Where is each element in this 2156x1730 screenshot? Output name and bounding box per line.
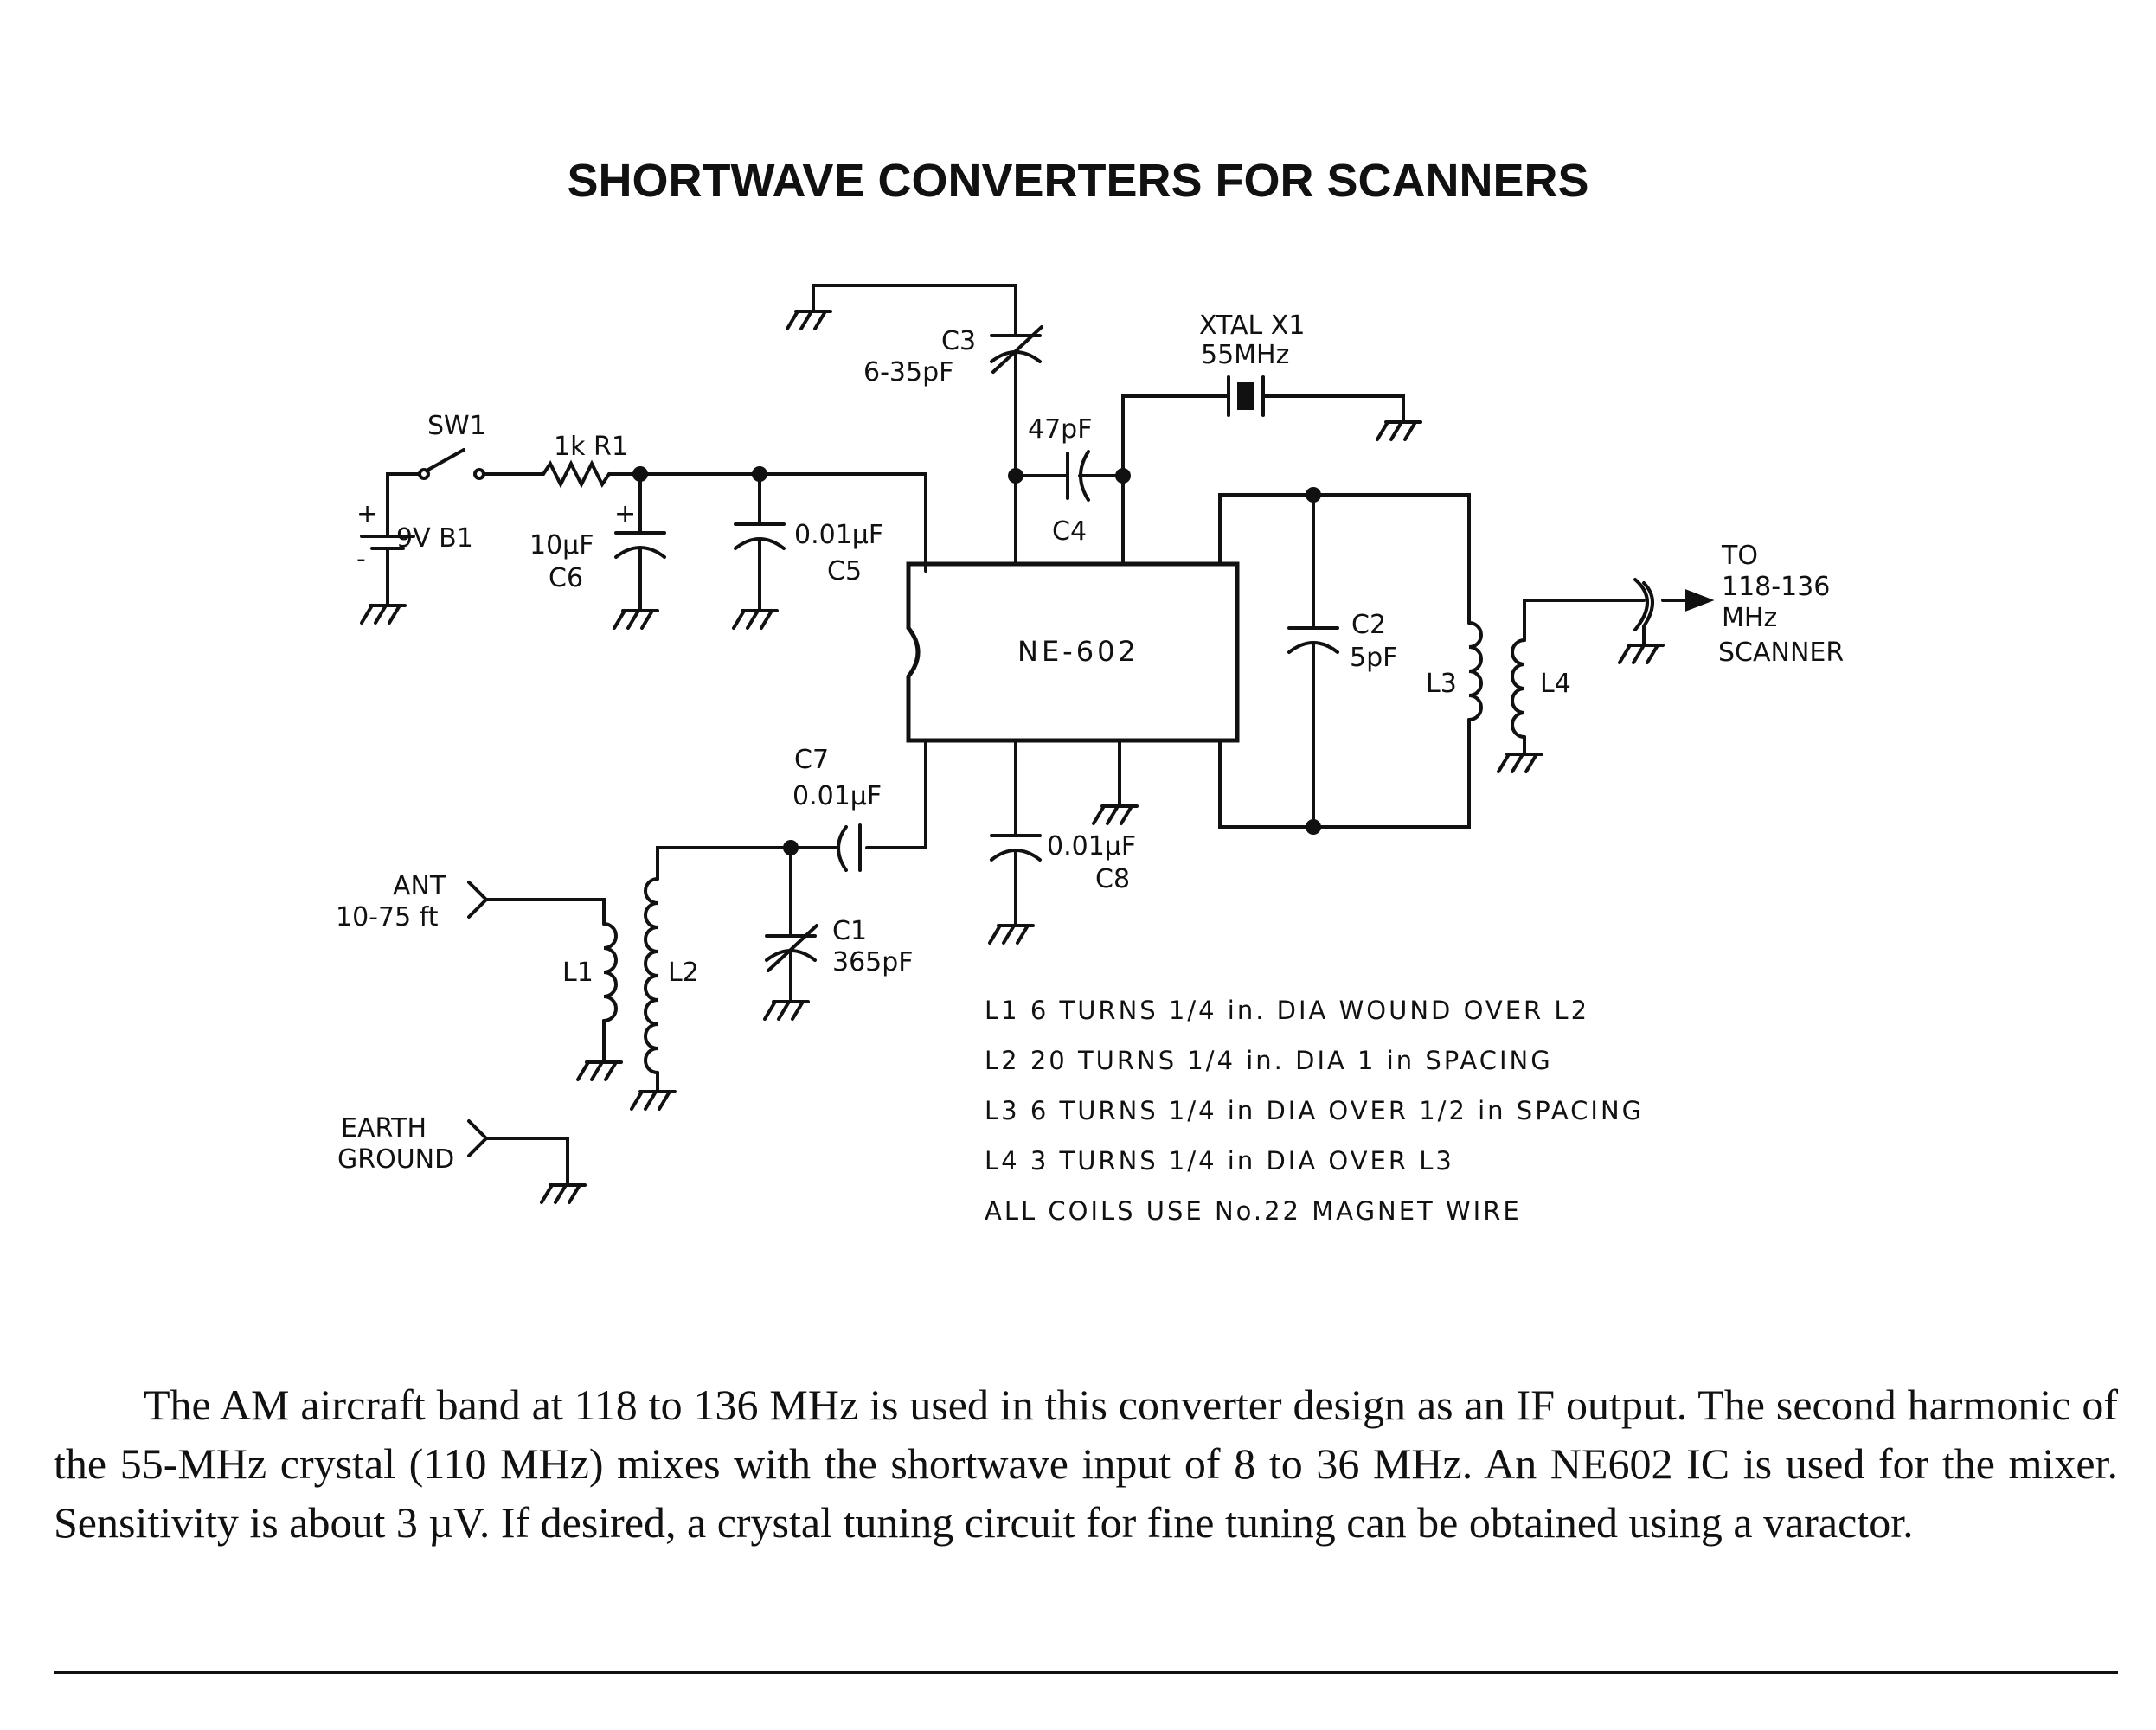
output-arrowhead	[1685, 589, 1715, 612]
label-c7-value: 0.01µF	[792, 781, 882, 811]
coax-output-shield	[1633, 578, 1649, 647]
label-c8-name: C8	[1095, 864, 1130, 894]
label-c8-value: 0.01µF	[1047, 831, 1136, 862]
label-l3: L3	[1426, 669, 1457, 699]
ground-symbol-coax	[1618, 644, 1665, 664]
wire-tank-top	[1218, 493, 1471, 607]
label-r1: 1k R1	[554, 432, 628, 462]
ground-symbol-c6	[613, 609, 659, 630]
wire-ic-crystal	[1121, 394, 1230, 566]
resistor-r1	[542, 459, 611, 489]
capacitor-c3-trim-arrow	[991, 325, 1043, 374]
inductor-l3	[1467, 621, 1483, 721]
inductor-l2	[644, 877, 659, 1074]
junction-c2-top	[1306, 487, 1321, 503]
switch-sw1-contact-b	[473, 468, 485, 480]
ic-ne602-body	[906, 561, 1240, 743]
ground-symbol-x1	[1376, 420, 1422, 441]
ground-symbol-c3	[786, 310, 832, 330]
wire-c3-ground	[812, 284, 1017, 337]
inductor-l1	[602, 922, 618, 1022]
wire-tank-bottom	[1218, 725, 1471, 829]
ground-symbol-earth	[540, 1183, 587, 1204]
label-output-line4: SCANNER	[1718, 638, 1844, 668]
label-l1: L1	[562, 958, 594, 988]
label-c2-name: C2	[1351, 610, 1386, 640]
label-x1-line1: XTAL X1	[1199, 311, 1305, 341]
label-c6-name: C6	[549, 563, 583, 593]
label-output-line2: 118-136	[1722, 572, 1830, 602]
label-ant-line2: 10-75 ft	[336, 902, 439, 932]
label-c1-value: 365pF	[832, 947, 914, 977]
antenna-input-terminal	[467, 881, 489, 919]
ground-symbol-b1	[360, 604, 407, 625]
label-sw1: SW1	[427, 411, 486, 441]
junction-c4-x1	[1115, 468, 1131, 484]
label-c6-plus: +	[614, 499, 636, 529]
label-c5-name: C5	[827, 556, 862, 586]
bottom-divider	[54, 1671, 2118, 1674]
label-c1-name: C1	[832, 916, 867, 946]
wire-c7-node	[656, 846, 839, 881]
inductor-l4	[1511, 638, 1526, 739]
wire-antenna-l1	[484, 898, 606, 926]
junction-c5	[752, 466, 767, 482]
wire-r1-node	[607, 472, 927, 566]
crystal-x1-body	[1237, 382, 1254, 410]
label-b1-plus: +	[356, 499, 378, 529]
note-l1: L1 6 TURNS 1/4 in. DIA WOUND OVER L2	[985, 996, 1589, 1025]
ground-symbol-c8	[988, 924, 1035, 945]
page-title: SHORTWAVE CONVERTERS FOR SCANNERS	[567, 155, 1589, 207]
label-ant-line1: ANT	[393, 871, 446, 901]
note-l4: L4 3 TURNS 1/4 in DIA OVER L3	[985, 1146, 1454, 1176]
wire-crystal-ground	[1261, 394, 1405, 424]
label-c2-value: 5pF	[1350, 643, 1397, 673]
label-b1-minus: -	[356, 544, 366, 574]
label-c7-name: C7	[794, 745, 829, 775]
ground-symbol-l2	[630, 1090, 677, 1111]
ground-symbol-c5	[732, 609, 779, 630]
label-c5-value: 0.01µF	[794, 520, 883, 550]
wire-l4-top	[1523, 599, 1646, 642]
label-output-line1: TO	[1721, 541, 1758, 571]
wire-battery-switch	[386, 472, 422, 538]
capacitor-c1-trim-arrow	[767, 924, 818, 972]
label-l2: L2	[668, 958, 699, 988]
ground-symbol-l4	[1497, 753, 1543, 773]
ground-symbol-ic	[1092, 804, 1139, 825]
ground-symbol-c1	[763, 1000, 810, 1021]
note-l2: L2 20 TURNS 1/4 in. DIA 1 in SPACING	[985, 1046, 1553, 1075]
junction-r1-c6	[632, 466, 648, 482]
ground-symbol-l1	[576, 1060, 623, 1081]
label-c6-value: 10µF	[529, 530, 594, 561]
label-c4-name: C4	[1052, 516, 1087, 547]
label-ic: NE-602	[1017, 635, 1139, 668]
coax-output-connector	[1642, 581, 1654, 628]
capacitor-c7-plate-left	[837, 825, 848, 872]
switch-sw1-contact-a	[418, 468, 430, 480]
label-ground-line2: GROUND	[337, 1144, 454, 1175]
label-ground-line1: EARTH	[341, 1113, 427, 1144]
label-c3-value: 6-35pF	[863, 357, 953, 388]
junction-c3-c4	[1008, 468, 1023, 484]
label-c3-name: C3	[941, 326, 976, 356]
label-l4: L4	[1540, 669, 1571, 699]
label-output-line3: MHz	[1722, 603, 1777, 633]
wire-c7-ic	[865, 739, 927, 849]
note-wire: ALL COILS USE No.22 MAGNET WIRE	[985, 1196, 1522, 1226]
earth-ground-terminal	[467, 1119, 489, 1157]
junction-c2-bottom	[1306, 819, 1321, 835]
label-c4-value: 47pF	[1028, 414, 1092, 445]
label-x1-line2: 55MHz	[1201, 340, 1289, 370]
note-l3: L3 6 TURNS 1/4 in DIA OVER 1/2 in SPACIN…	[985, 1096, 1644, 1125]
junction-c7-c1	[783, 840, 799, 855]
figure-caption: The AM aircraft band at 118 to 136 MHz i…	[54, 1381, 2118, 1547]
label-b1: 9V B1	[396, 523, 473, 554]
wire-earth-ground	[484, 1137, 569, 1187]
